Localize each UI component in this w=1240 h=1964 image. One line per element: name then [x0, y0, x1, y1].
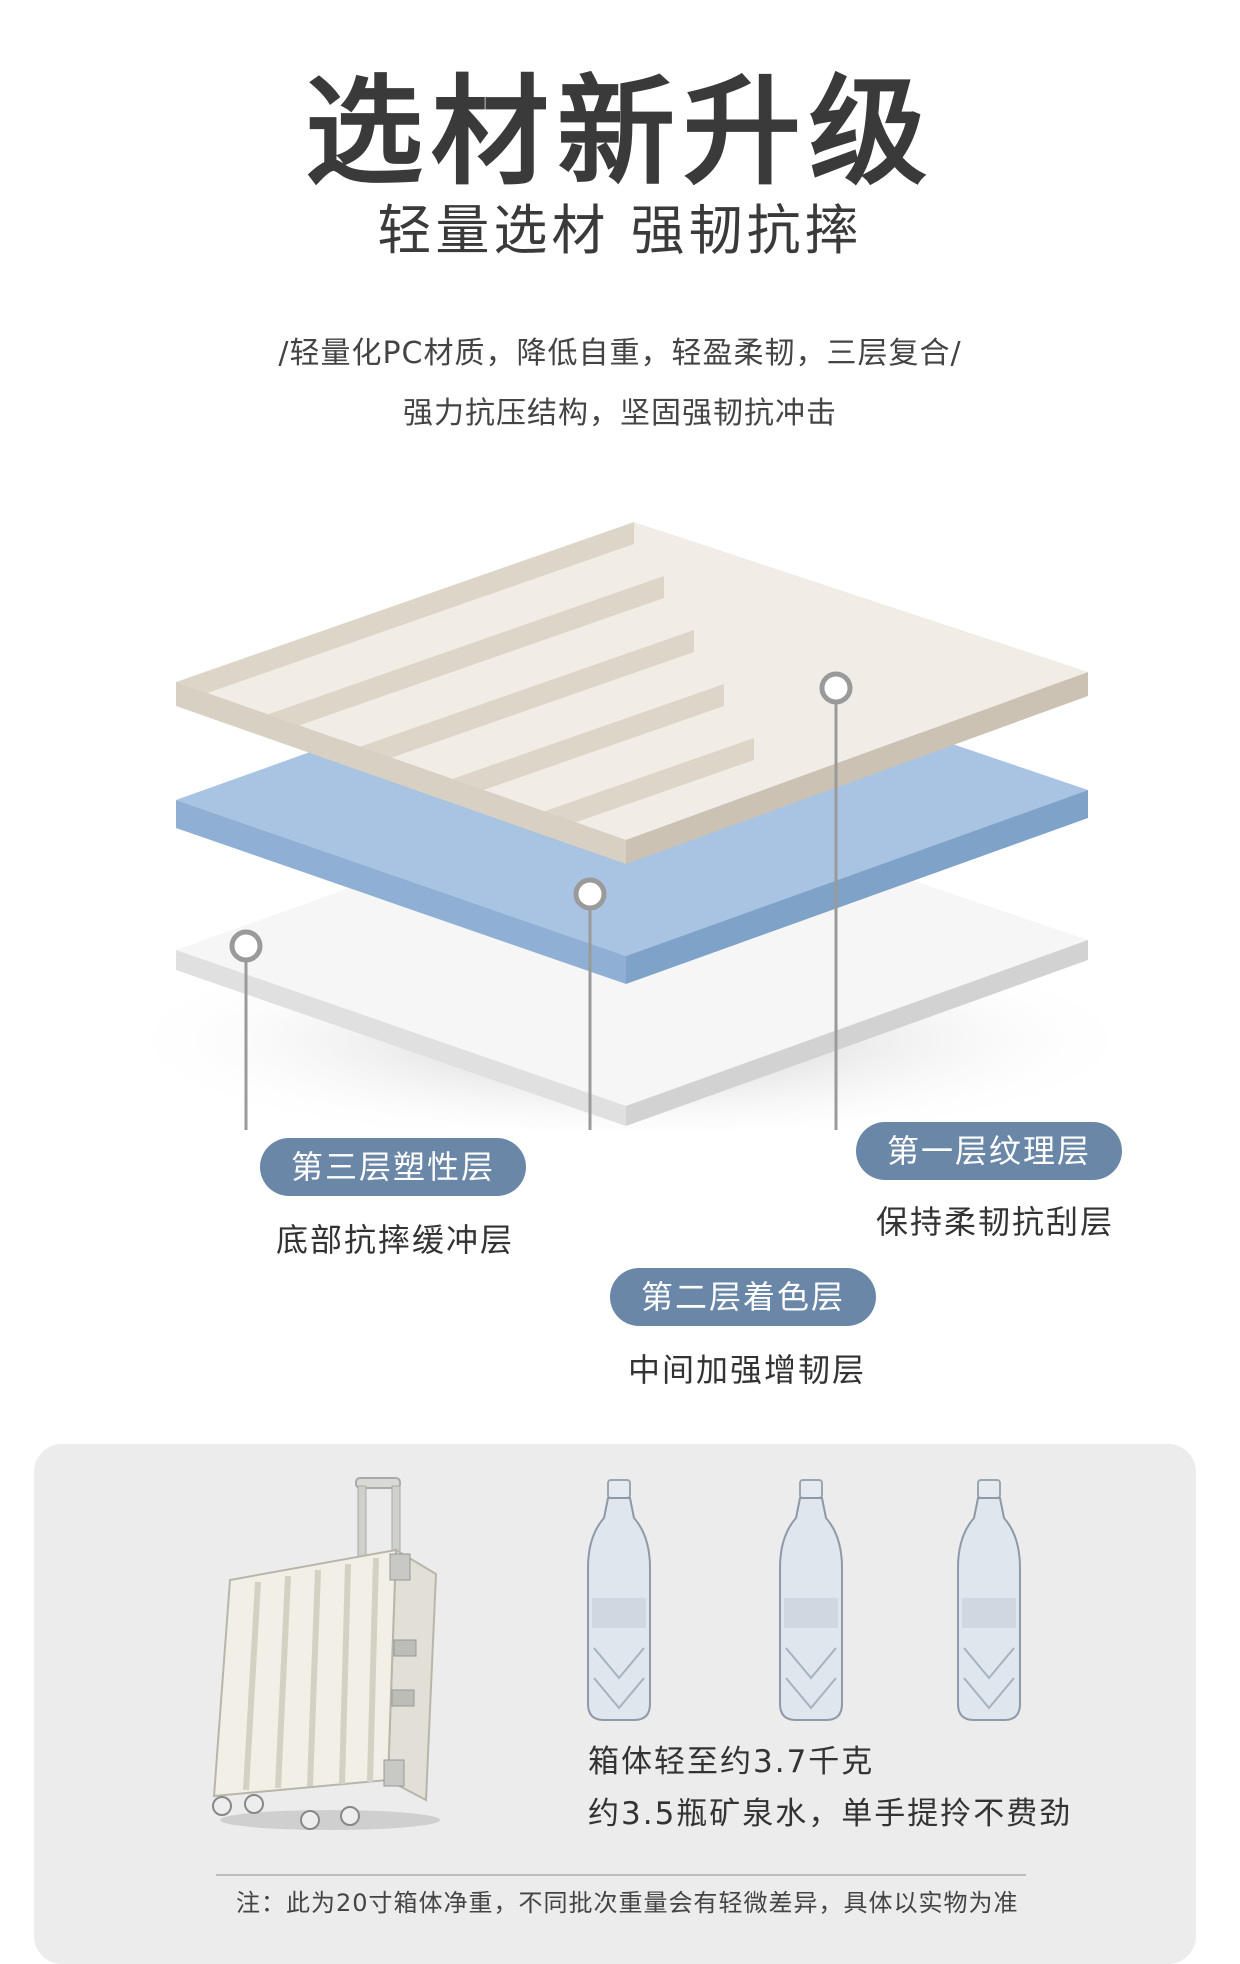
layer-1-tag: 第一层纹理层 [856, 1122, 1122, 1180]
layer-1-caption: 保持柔韧抗刮层 [876, 1203, 1115, 1241]
marker-dot-layer-1 [819, 671, 853, 705]
water-bottle-icon [779, 1479, 843, 1721]
suitcase-image [212, 1477, 440, 1830]
panel-divider [216, 1874, 1026, 1876]
layer-3-tag: 第三层塑性层 [260, 1138, 526, 1196]
water-bottle-icon [957, 1479, 1021, 1721]
weight-footnote: 注：此为20寸箱体净重，不同批次重量会有轻微差异，具体以实物为准 [236, 1889, 1019, 1917]
layer-3-caption: 底部抗摔缓冲层 [276, 1221, 515, 1259]
layer-2-caption: 中间加强增韧层 [628, 1351, 867, 1389]
page-subtitle: 轻量选材 强韧抗摔 [377, 199, 863, 262]
page-title: 选材新升级 [304, 63, 935, 201]
material-layers-illustration [110, 522, 1150, 1130]
weight-note-line-1: 箱体轻至约3.7千克 [588, 1744, 875, 1780]
description-line-2: 强力抗压结构，坚固强韧抗冲击 [403, 396, 837, 431]
marker-dot-layer-2 [573, 877, 607, 911]
water-bottle-icon [587, 1479, 651, 1721]
weight-note-line-2: 约3.5瓶矿泉水，单手提拎不费劲 [588, 1796, 1073, 1832]
marker-dot-layer-3 [229, 929, 263, 963]
description-line-1: /轻量化PC材质，降低自重，轻盈柔韧，三层复合/ [278, 336, 962, 371]
layer-2-tag: 第二层着色层 [610, 1268, 876, 1326]
